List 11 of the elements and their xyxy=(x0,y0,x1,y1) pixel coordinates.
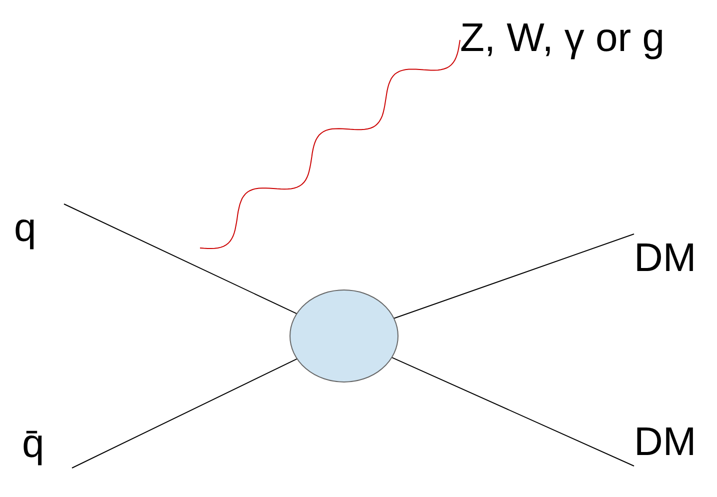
interaction-blob xyxy=(290,290,398,382)
particle-label: Z, W, γ or g xyxy=(460,14,710,62)
boson-line xyxy=(200,40,460,249)
particle-label: DM xyxy=(634,418,714,466)
particle-line xyxy=(393,234,634,319)
particle-label: q xyxy=(14,204,64,252)
particle-line xyxy=(64,204,298,314)
particle-label: DM xyxy=(634,234,714,282)
particle-line xyxy=(391,356,634,466)
particle-label: q̄ xyxy=(22,420,72,468)
particle-line xyxy=(72,358,298,468)
